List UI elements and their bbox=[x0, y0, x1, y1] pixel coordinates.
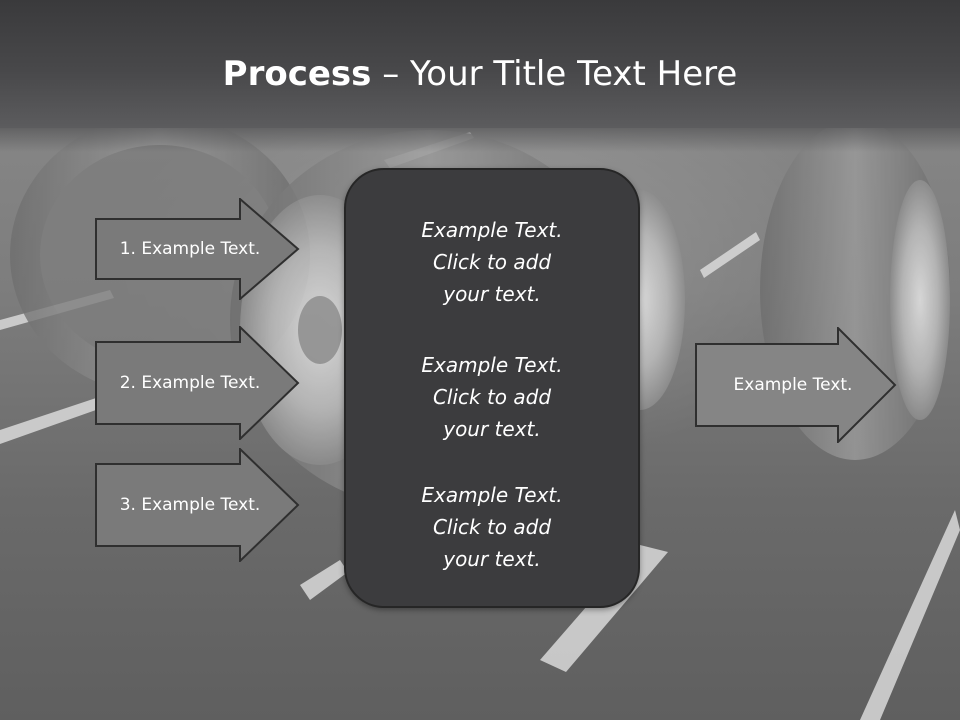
title-separator: – bbox=[371, 54, 411, 94]
title-bar bbox=[0, 0, 960, 128]
input-arrow-label: 2. Example Text. bbox=[119, 373, 261, 393]
process-text-block-2: Example Text. Click to add your text. bbox=[346, 349, 638, 445]
slide-title: Process – Your Title Text Here bbox=[0, 52, 960, 96]
block-line-2: Click to add bbox=[432, 515, 552, 539]
block-line-3: your text. bbox=[443, 417, 541, 441]
output-arrow-label: Example Text. bbox=[733, 375, 853, 395]
block-line-1: Example Text. bbox=[421, 483, 563, 507]
title-bold: Process bbox=[222, 54, 372, 94]
output-arrow[interactable]: Example Text. bbox=[695, 327, 897, 443]
arrow-shape bbox=[695, 327, 897, 443]
block-line-2: Click to add bbox=[432, 385, 552, 409]
process-box[interactable]: Example Text. Click to add your text. Ex… bbox=[344, 168, 640, 608]
arrow-shape bbox=[95, 198, 300, 300]
block-line-1: Example Text. bbox=[421, 218, 563, 242]
arrow-shape bbox=[95, 448, 300, 562]
block-line-3: your text. bbox=[443, 547, 541, 571]
process-text-block-1: Example Text. Click to add your text. bbox=[346, 214, 638, 310]
block-line-2: Click to add bbox=[432, 250, 552, 274]
block-line-1: Example Text. bbox=[421, 353, 563, 377]
title-bar-fade bbox=[0, 128, 960, 152]
block-line-3: your text. bbox=[443, 282, 541, 306]
arrow-shape bbox=[95, 326, 300, 440]
input-arrow-2[interactable]: 2. Example Text. bbox=[95, 326, 300, 440]
title-rest: Your Title Text Here bbox=[410, 54, 738, 94]
input-arrow-label: 1. Example Text. bbox=[119, 239, 261, 259]
input-arrow-1[interactable]: 1. Example Text. bbox=[95, 198, 300, 300]
input-arrow-label: 3. Example Text. bbox=[119, 495, 261, 515]
input-arrow-3[interactable]: 3. Example Text. bbox=[95, 448, 300, 562]
process-text-block-3: Example Text. Click to add your text. bbox=[346, 479, 638, 575]
